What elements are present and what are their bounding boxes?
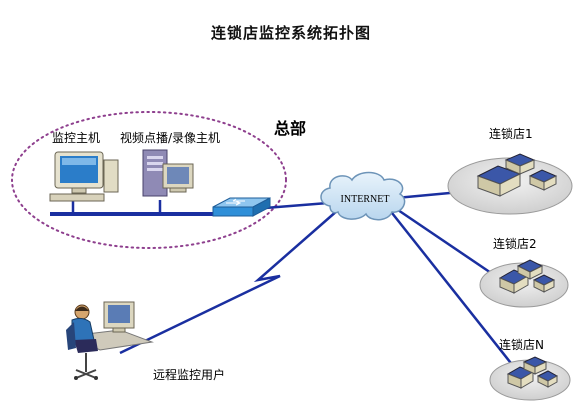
store-1-label: 连锁店1 bbox=[489, 127, 533, 141]
link-hq-internet bbox=[264, 201, 329, 210]
store-1-building-icon bbox=[447, 153, 573, 215]
remote-user-label: 远程监控用户 bbox=[153, 368, 226, 382]
headquarters-label: 总部 bbox=[274, 119, 307, 138]
video-host-label: 视频点播/录像主机 bbox=[120, 131, 221, 145]
link-store-2 bbox=[397, 208, 498, 279]
link-remote-user bbox=[119, 209, 339, 355]
store-n-label: 连锁店N bbox=[499, 338, 544, 352]
internet-label: INTERNET bbox=[341, 194, 390, 205]
network-switch-icon bbox=[212, 197, 271, 217]
monitor-host-computer-icon bbox=[49, 151, 119, 202]
store-2-building-icon bbox=[479, 259, 569, 308]
diagram-title: 连锁店监控系统拓扑图 bbox=[210, 24, 371, 42]
store-n-building-icon bbox=[489, 356, 571, 401]
monitor-host-label: 监控主机 bbox=[52, 131, 101, 145]
store-2-label: 连锁店2 bbox=[493, 237, 537, 251]
headquarters-boundary bbox=[11, 111, 287, 249]
link-store-n bbox=[391, 212, 515, 368]
video-host-server-icon bbox=[142, 149, 194, 197]
remote-user-icon bbox=[66, 301, 154, 380]
internet-cloud-icon bbox=[320, 171, 406, 221]
